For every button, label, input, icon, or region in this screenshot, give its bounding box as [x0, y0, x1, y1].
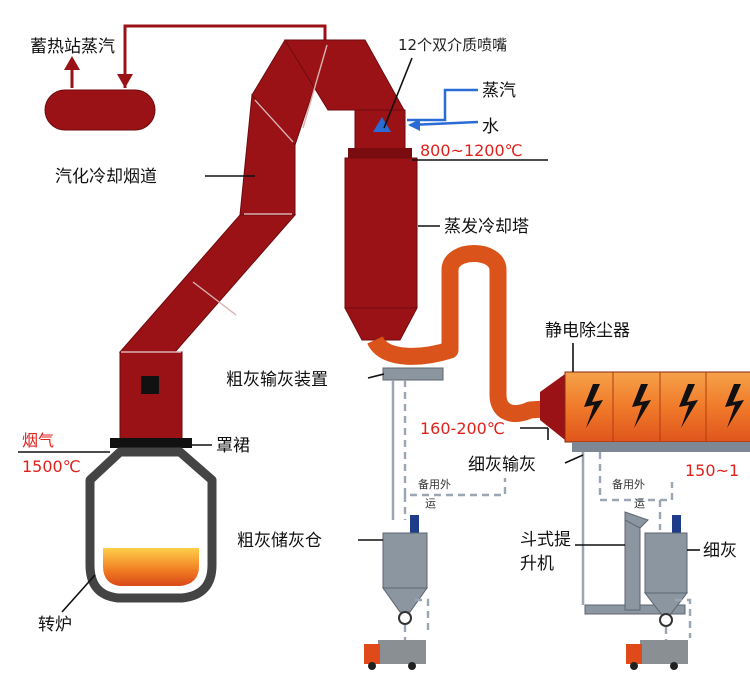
steam-storage-tank	[44, 89, 156, 131]
coarse-ash-system	[382, 367, 507, 640]
seam-4	[302, 44, 328, 129]
esp-bolt-icon-2	[632, 384, 651, 428]
gas-pipe	[367, 245, 561, 422]
converter	[85, 447, 217, 603]
coarse-ash-silo	[382, 532, 428, 589]
coarse-ash-conveyor-bar	[382, 367, 444, 381]
label-fine-conveyor: 细灰输灰	[468, 455, 536, 475]
label-fine-silo: 细灰	[703, 541, 737, 561]
fine-ash-hopper-bar	[572, 442, 750, 452]
label-converter: 转炉	[38, 615, 72, 635]
label-nozzles: 12个双介质喷嘴	[398, 36, 507, 54]
evaporative-cooling-flue	[110, 39, 405, 448]
flue-diagonal	[118, 214, 297, 353]
label-coarse-conveyor: 粗灰输灰装置	[226, 370, 328, 390]
water-arrowhead	[408, 119, 420, 131]
flue-lower-vertical	[119, 351, 183, 443]
label-temp-esp-outlet: 150~1	[685, 461, 739, 480]
leader-fine-conveyor	[564, 454, 584, 464]
truck-left-cab	[364, 644, 380, 664]
seam-3	[192, 281, 237, 316]
label-bucket-elevator-2: 升机	[520, 554, 554, 574]
coarse-silo-cone	[382, 587, 428, 613]
fine-silo-actuator	[672, 515, 681, 535]
truck-right-bed	[640, 640, 688, 664]
steam-return-line	[123, 24, 327, 88]
label-backup-left-2: 运	[425, 497, 436, 510]
tower-shell	[344, 157, 418, 309]
fine-silo-discharge	[675, 598, 692, 638]
flue-inspection-port	[141, 376, 159, 394]
label-temp-esp-inlet: 160-200℃	[420, 419, 505, 438]
esp-bolt-icon-1	[584, 384, 603, 428]
steam-storage-group	[44, 24, 327, 131]
coarse-silo-valve	[398, 611, 412, 625]
tower-flange	[348, 148, 412, 158]
label-flue-gas: 烟气	[22, 431, 54, 450]
label-evaporative-flue: 汽化冷却烟道	[55, 167, 157, 187]
nozzle-supply-lines	[407, 88, 479, 131]
nozzle-marker	[373, 117, 391, 132]
coarse-silo-discharge	[415, 598, 430, 635]
gas-pipe-to-esp	[367, 245, 565, 440]
coarse-silo-actuator	[410, 515, 419, 535]
fine-silo-valve	[659, 613, 673, 627]
electrostatic-precipitator	[564, 371, 750, 452]
label-coarse-silo: 粗灰储灰仓	[237, 531, 322, 551]
esp-body	[564, 371, 750, 443]
label-backup-left-1: 备用外	[418, 477, 451, 491]
label-hood-skirt: 罩裙	[216, 436, 250, 456]
bucket-elevator	[624, 519, 641, 611]
label-water: 水	[482, 117, 499, 137]
steam-up-arrowhead	[64, 56, 80, 70]
steam-return-arrowhead	[117, 74, 133, 88]
truck-right-wheel-2	[670, 662, 678, 670]
label-bucket-elevator-1: 斗式提	[520, 530, 571, 550]
label-backup-right-1: 备用外	[612, 477, 645, 491]
steam-supply-line	[407, 88, 478, 122]
label-evaporative-tower: 蒸发冷却塔	[444, 217, 529, 237]
truck-right	[626, 640, 688, 670]
esp-bolt-icon-4	[725, 384, 744, 428]
label-temp-tower-inlet: 800~1200℃	[420, 141, 523, 160]
truck-left-wheel-2	[408, 662, 416, 670]
leader-converter	[61, 574, 96, 613]
truck-right-wheel-1	[630, 662, 638, 670]
leader-coarse-conveyor	[367, 373, 385, 379]
truck-left-wheel-1	[368, 662, 376, 670]
evaporative-cooling-tower	[344, 109, 418, 341]
fine-backup-path	[598, 452, 674, 502]
fine-ash-system	[581, 452, 692, 642]
esp-inlet-cone	[540, 374, 565, 440]
label-flue-temp: 1500℃	[22, 457, 81, 476]
molten-steel	[103, 548, 199, 586]
label-steam: 蒸汽	[482, 81, 516, 101]
truck-left	[364, 640, 426, 670]
fine-ash-silo	[644, 532, 688, 594]
tower-cone	[344, 307, 418, 341]
truck-left-bed	[378, 640, 426, 664]
label-backup-right-2: 运	[634, 497, 645, 510]
truck-right-cab	[626, 644, 642, 664]
label-esp: 静电除尘器	[545, 321, 630, 341]
label-steam-storage: 蓄热站蒸汽	[30, 37, 115, 57]
hood-skirt-plate	[110, 438, 192, 448]
leader-nozzles	[383, 57, 413, 129]
seam-1	[254, 99, 294, 143]
water-supply-line	[409, 120, 479, 127]
elevator-head	[624, 511, 649, 529]
esp-bolt-icon-3	[679, 384, 698, 428]
